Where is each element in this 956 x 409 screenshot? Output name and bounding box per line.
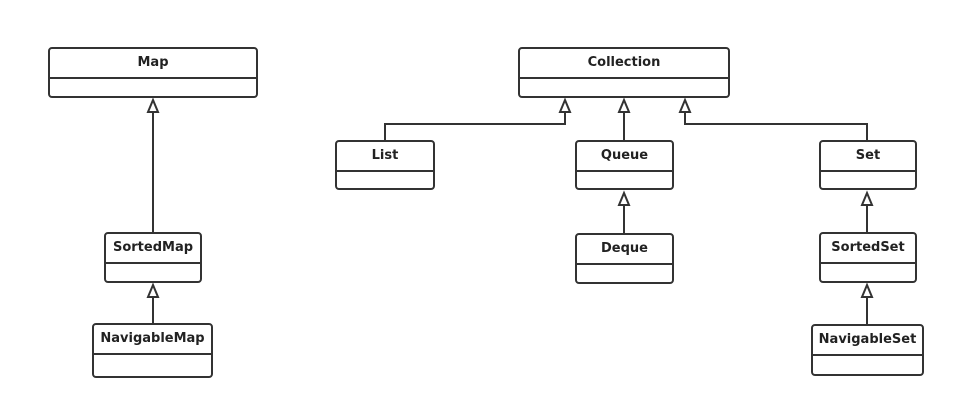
class-queue[interactable]: Queue <box>575 140 674 190</box>
class-name: Set <box>821 142 915 172</box>
class-navigableset[interactable]: NavigableSet <box>811 324 924 376</box>
class-sortedmap[interactable]: SortedMap <box>104 232 202 283</box>
class-name: SortedMap <box>106 234 200 264</box>
class-name: Map <box>50 49 256 79</box>
class-navigablemap[interactable]: NavigableMap <box>92 323 213 378</box>
arrowhead-collection-center <box>617 97 631 113</box>
class-name: NavigableMap <box>94 325 211 355</box>
arrowhead-collection-right <box>678 97 692 113</box>
arrowhead-set <box>860 190 874 206</box>
class-name: List <box>337 142 433 172</box>
edge-set-collection <box>684 112 868 140</box>
arrowhead-queue <box>617 190 631 206</box>
class-list[interactable]: List <box>335 140 435 190</box>
class-deque[interactable]: Deque <box>575 233 674 284</box>
class-name: Deque <box>577 235 672 265</box>
edge-list-collection <box>384 112 566 140</box>
class-collection[interactable]: Collection <box>518 47 730 98</box>
class-name: Collection <box>520 49 728 79</box>
arrowhead-sortedmap <box>146 282 160 298</box>
class-sortedset[interactable]: SortedSet <box>819 232 917 283</box>
class-map[interactable]: Map <box>48 47 258 98</box>
class-name: Queue <box>577 142 672 172</box>
arrowhead-collection-left <box>558 97 572 113</box>
arrowhead-map <box>146 97 160 113</box>
class-name: NavigableSet <box>813 326 922 356</box>
arrowhead-sortedset <box>860 282 874 298</box>
class-set[interactable]: Set <box>819 140 917 190</box>
class-name: SortedSet <box>821 234 915 264</box>
